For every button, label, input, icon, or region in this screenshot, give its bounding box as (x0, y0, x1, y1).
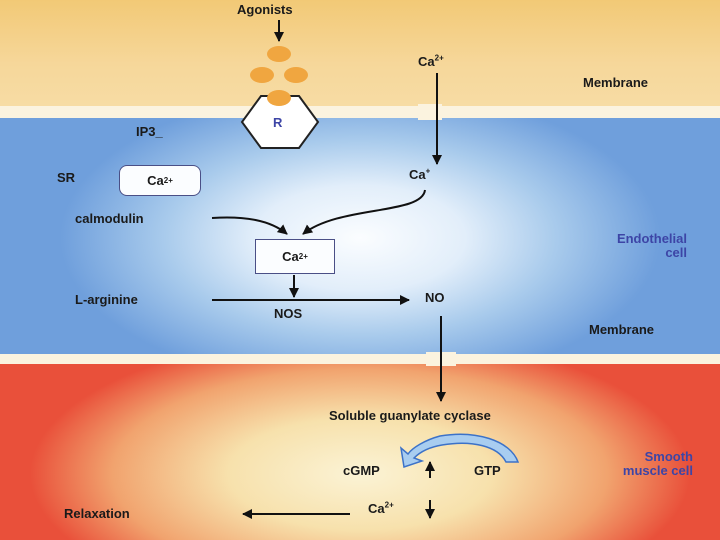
agonist-dot (267, 46, 291, 62)
receptor-hexagon (240, 95, 320, 149)
agonist-dot-bound (267, 90, 291, 106)
membrane-channel-top (418, 104, 442, 120)
ip3-label: IP3_ (136, 124, 163, 139)
endothelial-cell-region (0, 118, 720, 354)
ca-bottom-label: Ca2+ (368, 500, 394, 516)
membrane-bottom-label: Membrane (589, 322, 655, 337)
l-arginine-label: L-arginine (75, 292, 138, 307)
smooth-muscle-region (0, 364, 720, 540)
extracellular-region (0, 0, 720, 106)
calmodulin-arrow (211, 216, 288, 235)
calmodulin-label: calmodulin (75, 211, 144, 226)
gtp-label: GTP (474, 463, 501, 478)
agonist-dot (284, 67, 308, 83)
ca-to-complex-arrow (302, 189, 426, 235)
receptor-label: R (273, 115, 283, 130)
ca-plus-label: Ca+ (409, 166, 431, 182)
agonist-dot (250, 67, 274, 83)
relaxation-label: Relaxation (64, 506, 130, 521)
ca-top-label: Ca2+ (418, 53, 444, 69)
membrane-bottom-band (0, 354, 720, 364)
no-label: NO (425, 290, 445, 305)
membrane-top-band (0, 106, 720, 118)
soluble-guanylate-cyclase-label: Soluble guanylate cyclase (329, 408, 491, 423)
nos-label: NOS (274, 306, 303, 321)
sr-label: SR (57, 170, 76, 185)
agonists-label: Agonists (237, 2, 293, 17)
membrane-top-label: Membrane (583, 75, 649, 90)
gtp-conversion-arrow (399, 433, 520, 468)
cgmp-label: cGMP (343, 463, 380, 478)
